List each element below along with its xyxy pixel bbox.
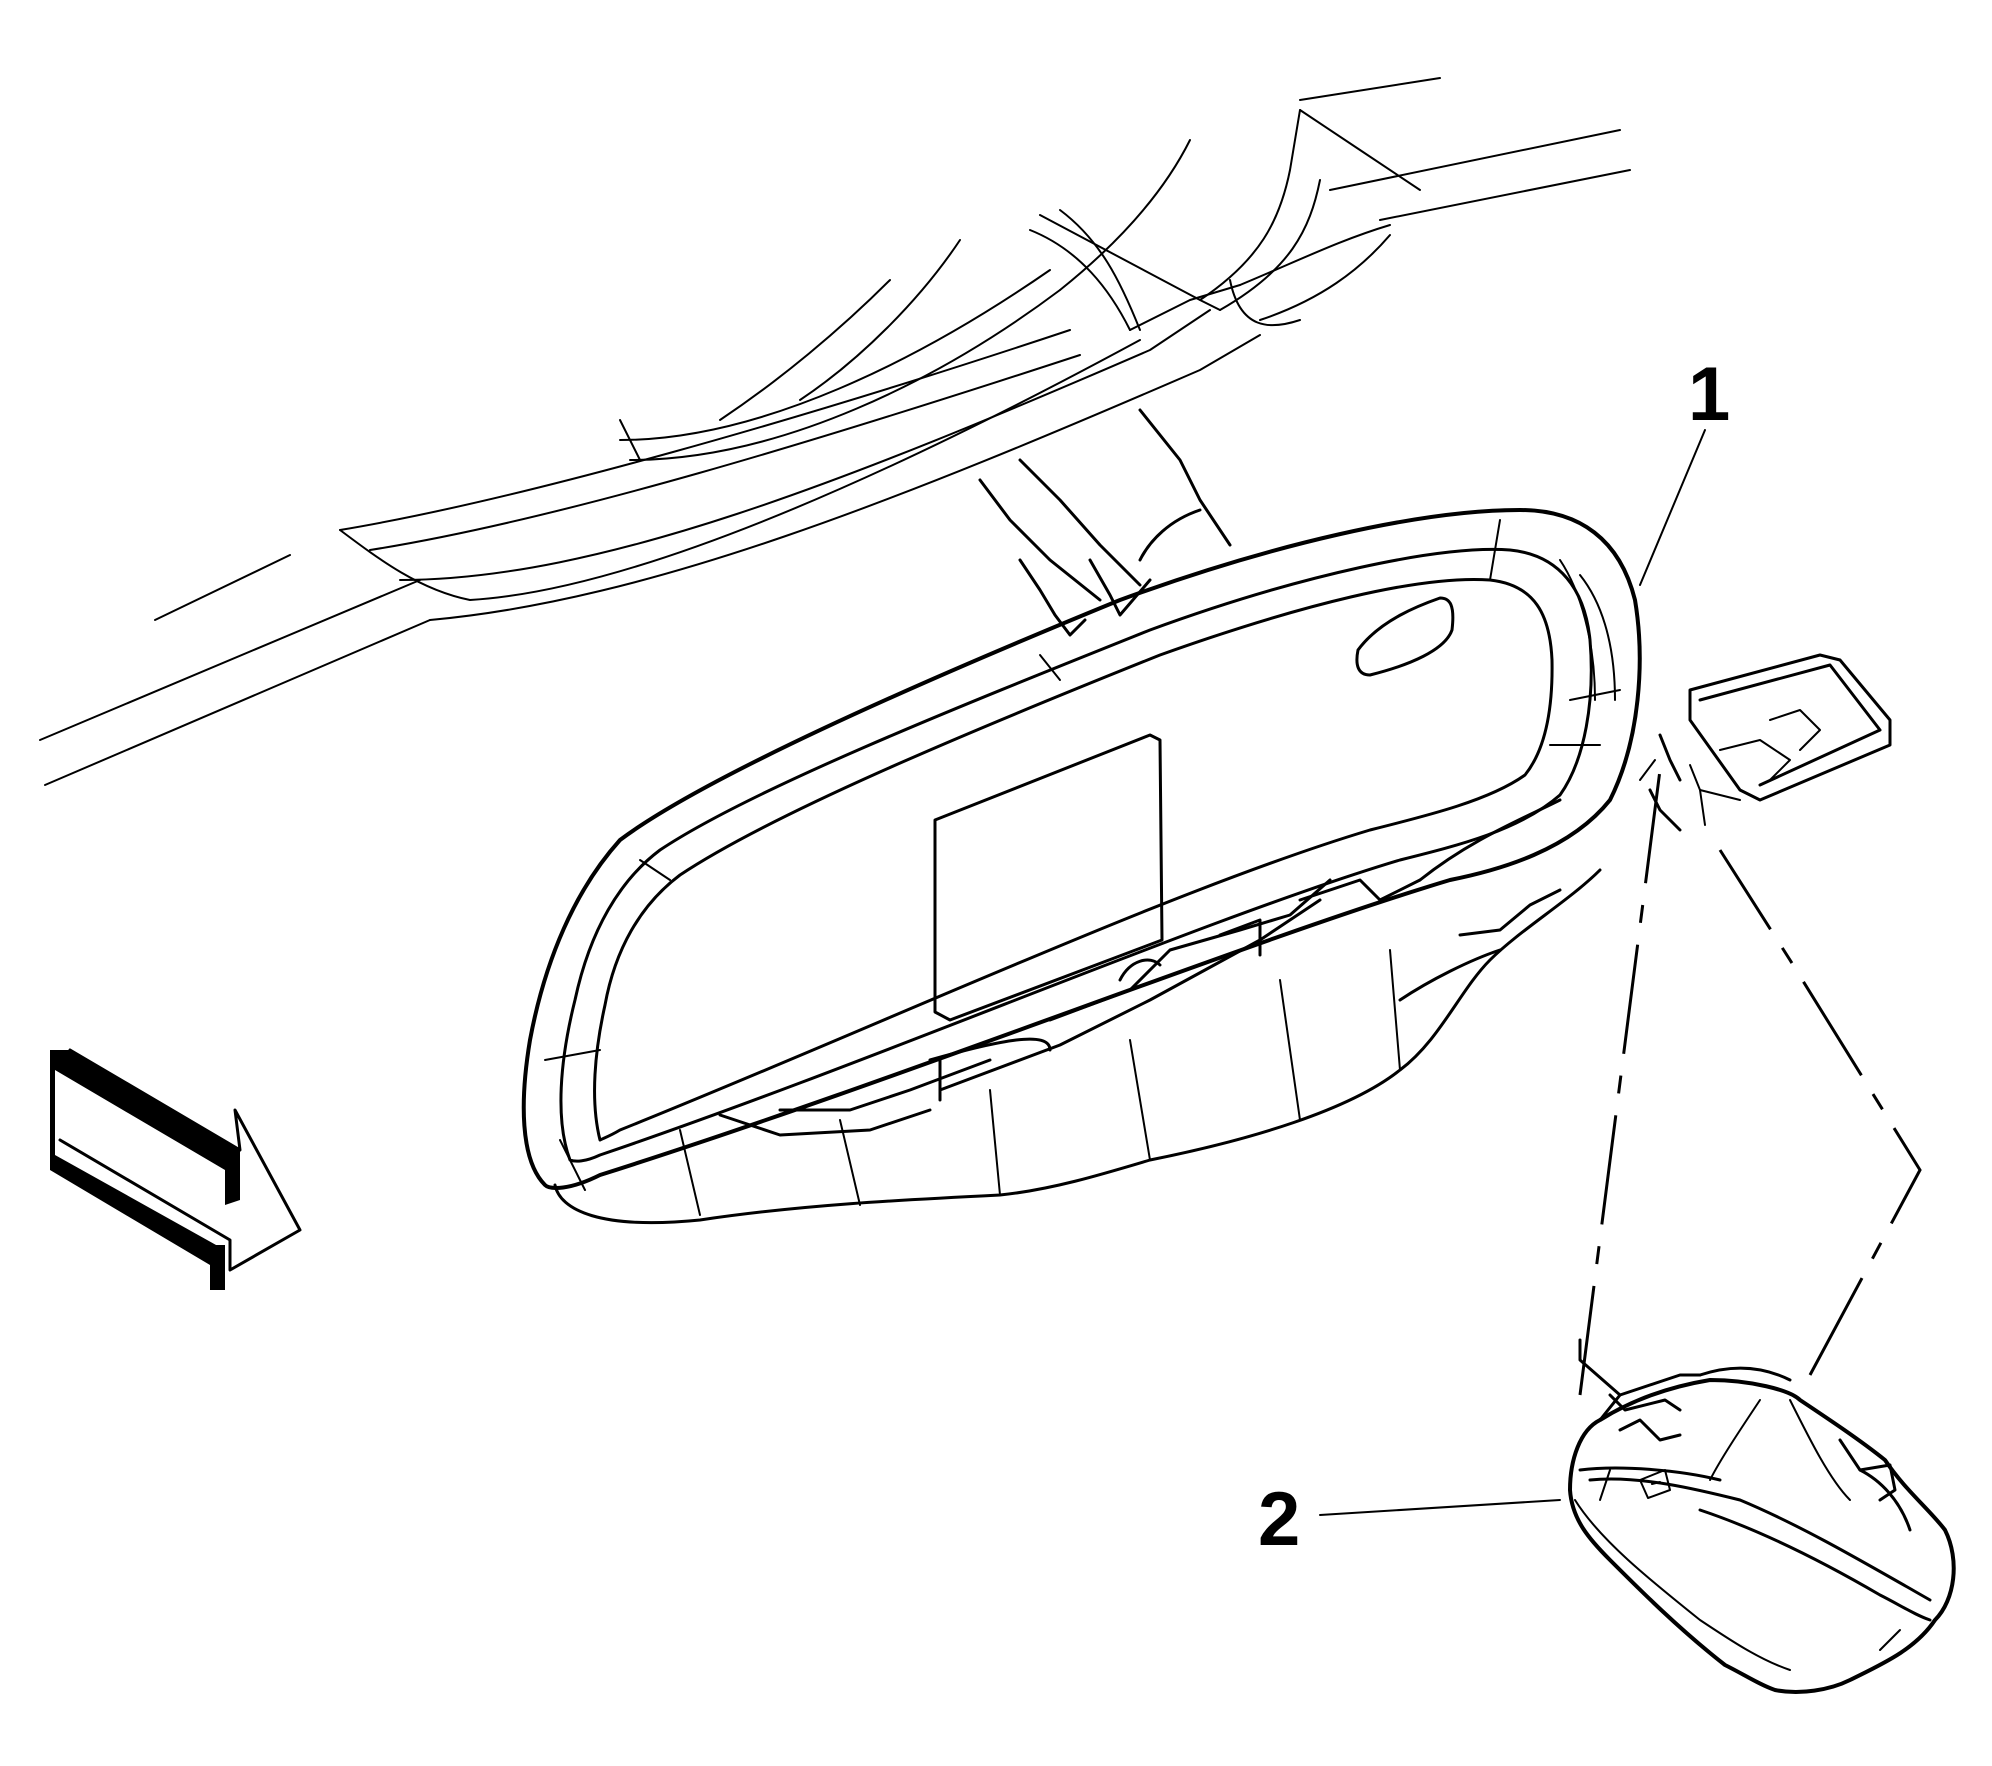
mirror-mount-stem xyxy=(978,408,1232,637)
callout-1-label: 1 xyxy=(1688,352,1730,437)
forward-direction-arrow-icon xyxy=(50,1048,302,1290)
wiring-connector-bracket xyxy=(1639,653,1892,832)
leader-lines xyxy=(1319,429,1706,1516)
mirror-cover xyxy=(1568,1366,1956,1694)
alignment-lines xyxy=(1578,769,1922,1397)
windshield-header-structure xyxy=(39,77,1631,786)
callout-2-label: 2 xyxy=(1258,1477,1300,1562)
rear-view-mirror xyxy=(521,508,1642,1225)
